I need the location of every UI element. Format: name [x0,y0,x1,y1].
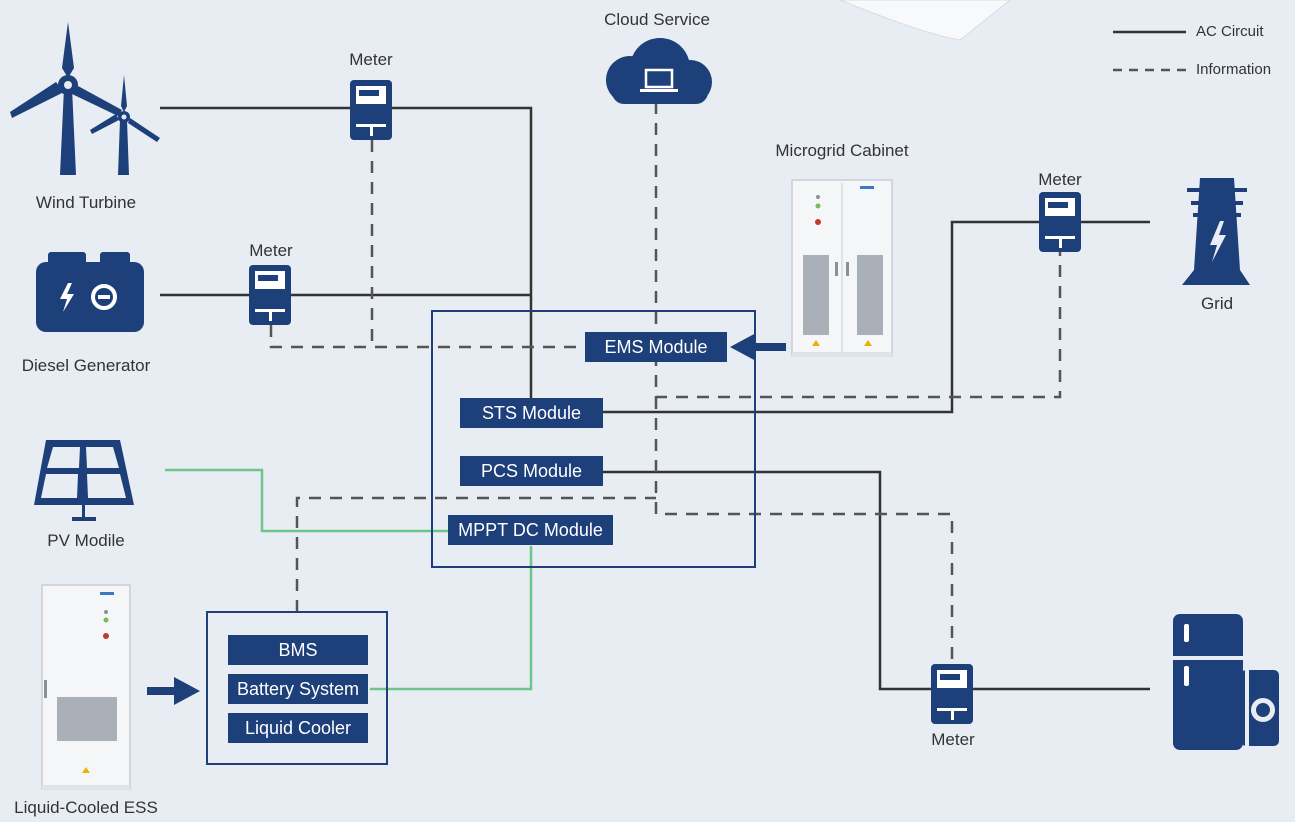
ems-module: EMS Module [585,332,727,362]
liquid-cooled-ess-image [41,584,131,790]
load-appliance-icon [1173,614,1279,750]
pv-module-label: PV Modile [47,531,125,550]
legend-info-label: Information [1196,61,1272,78]
controller-box [431,310,756,568]
bms-module: BMS [228,635,368,665]
sts-module: STS Module [460,398,603,428]
arrow-ems [730,333,786,361]
meter-wind-label: Meter [349,50,393,69]
arrow-ess [147,677,200,705]
battery-system-module: Battery System [228,674,368,704]
top-device-decoration [839,0,1011,41]
info-lines [269,102,1062,668]
meter-load-icon [931,664,973,724]
liquid-cooled-ess-label: Liquid-Cooled ESS [14,798,158,817]
grid-tower-icon [1182,178,1250,285]
pv-module-icon [34,440,134,521]
meter-grid-icon [1039,192,1081,252]
legend-ac-label: AC Circuit [1196,23,1264,40]
meter-diesel-label: Meter [249,241,293,260]
microgrid-cabinet-image [791,179,893,357]
dc-lines [165,468,533,691]
meter-grid-label: Meter [1038,170,1082,189]
diesel-generator-label: Diesel Generator [21,356,151,375]
diesel-generator-icon [36,252,144,332]
grid-label: Grid [1200,294,1234,313]
cloud-service-label: Cloud Service [604,10,710,29]
pcs-module: PCS Module [460,456,603,486]
mppt-dc-module: MPPT DC Module [448,515,613,545]
wind-turbine-icon [10,22,160,175]
microgrid-cabinet-label: Microgrid Cabinet [775,141,909,160]
meter-load-label: Meter [931,730,975,749]
meter-wind-icon [350,80,392,140]
wind-turbine-label: Wind Turbine [35,193,137,212]
cloud-service-icon [606,38,712,104]
meter-diesel-icon [249,265,291,325]
liquid-cooler-module: Liquid Cooler [228,713,368,743]
ess-box [206,611,388,765]
